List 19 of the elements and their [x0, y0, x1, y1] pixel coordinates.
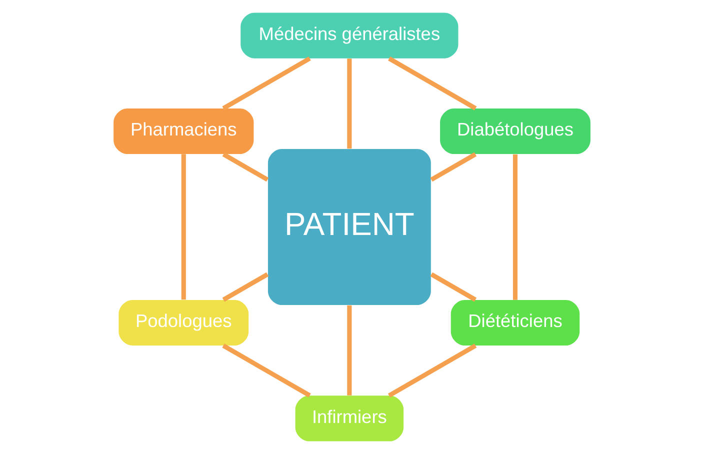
connector	[388, 344, 477, 398]
node-box: Podologues	[118, 300, 249, 346]
node-box: Diabétologues	[440, 108, 590, 154]
connector	[388, 56, 477, 110]
connector	[347, 58, 352, 149]
connector	[181, 154, 186, 300]
node-box: Pharmaciens	[114, 108, 254, 154]
connector	[430, 152, 477, 182]
node-box: PATIENT	[268, 148, 431, 306]
node-box: Médecins généralistes	[240, 12, 458, 58]
node-box: Diététiciens	[450, 300, 580, 346]
connector	[347, 305, 352, 396]
node-box: Infirmiers	[295, 396, 404, 442]
connector	[222, 56, 311, 110]
connector	[222, 344, 311, 398]
connector	[222, 272, 269, 302]
connector	[512, 154, 518, 300]
connector	[430, 272, 477, 302]
connector	[222, 152, 269, 182]
